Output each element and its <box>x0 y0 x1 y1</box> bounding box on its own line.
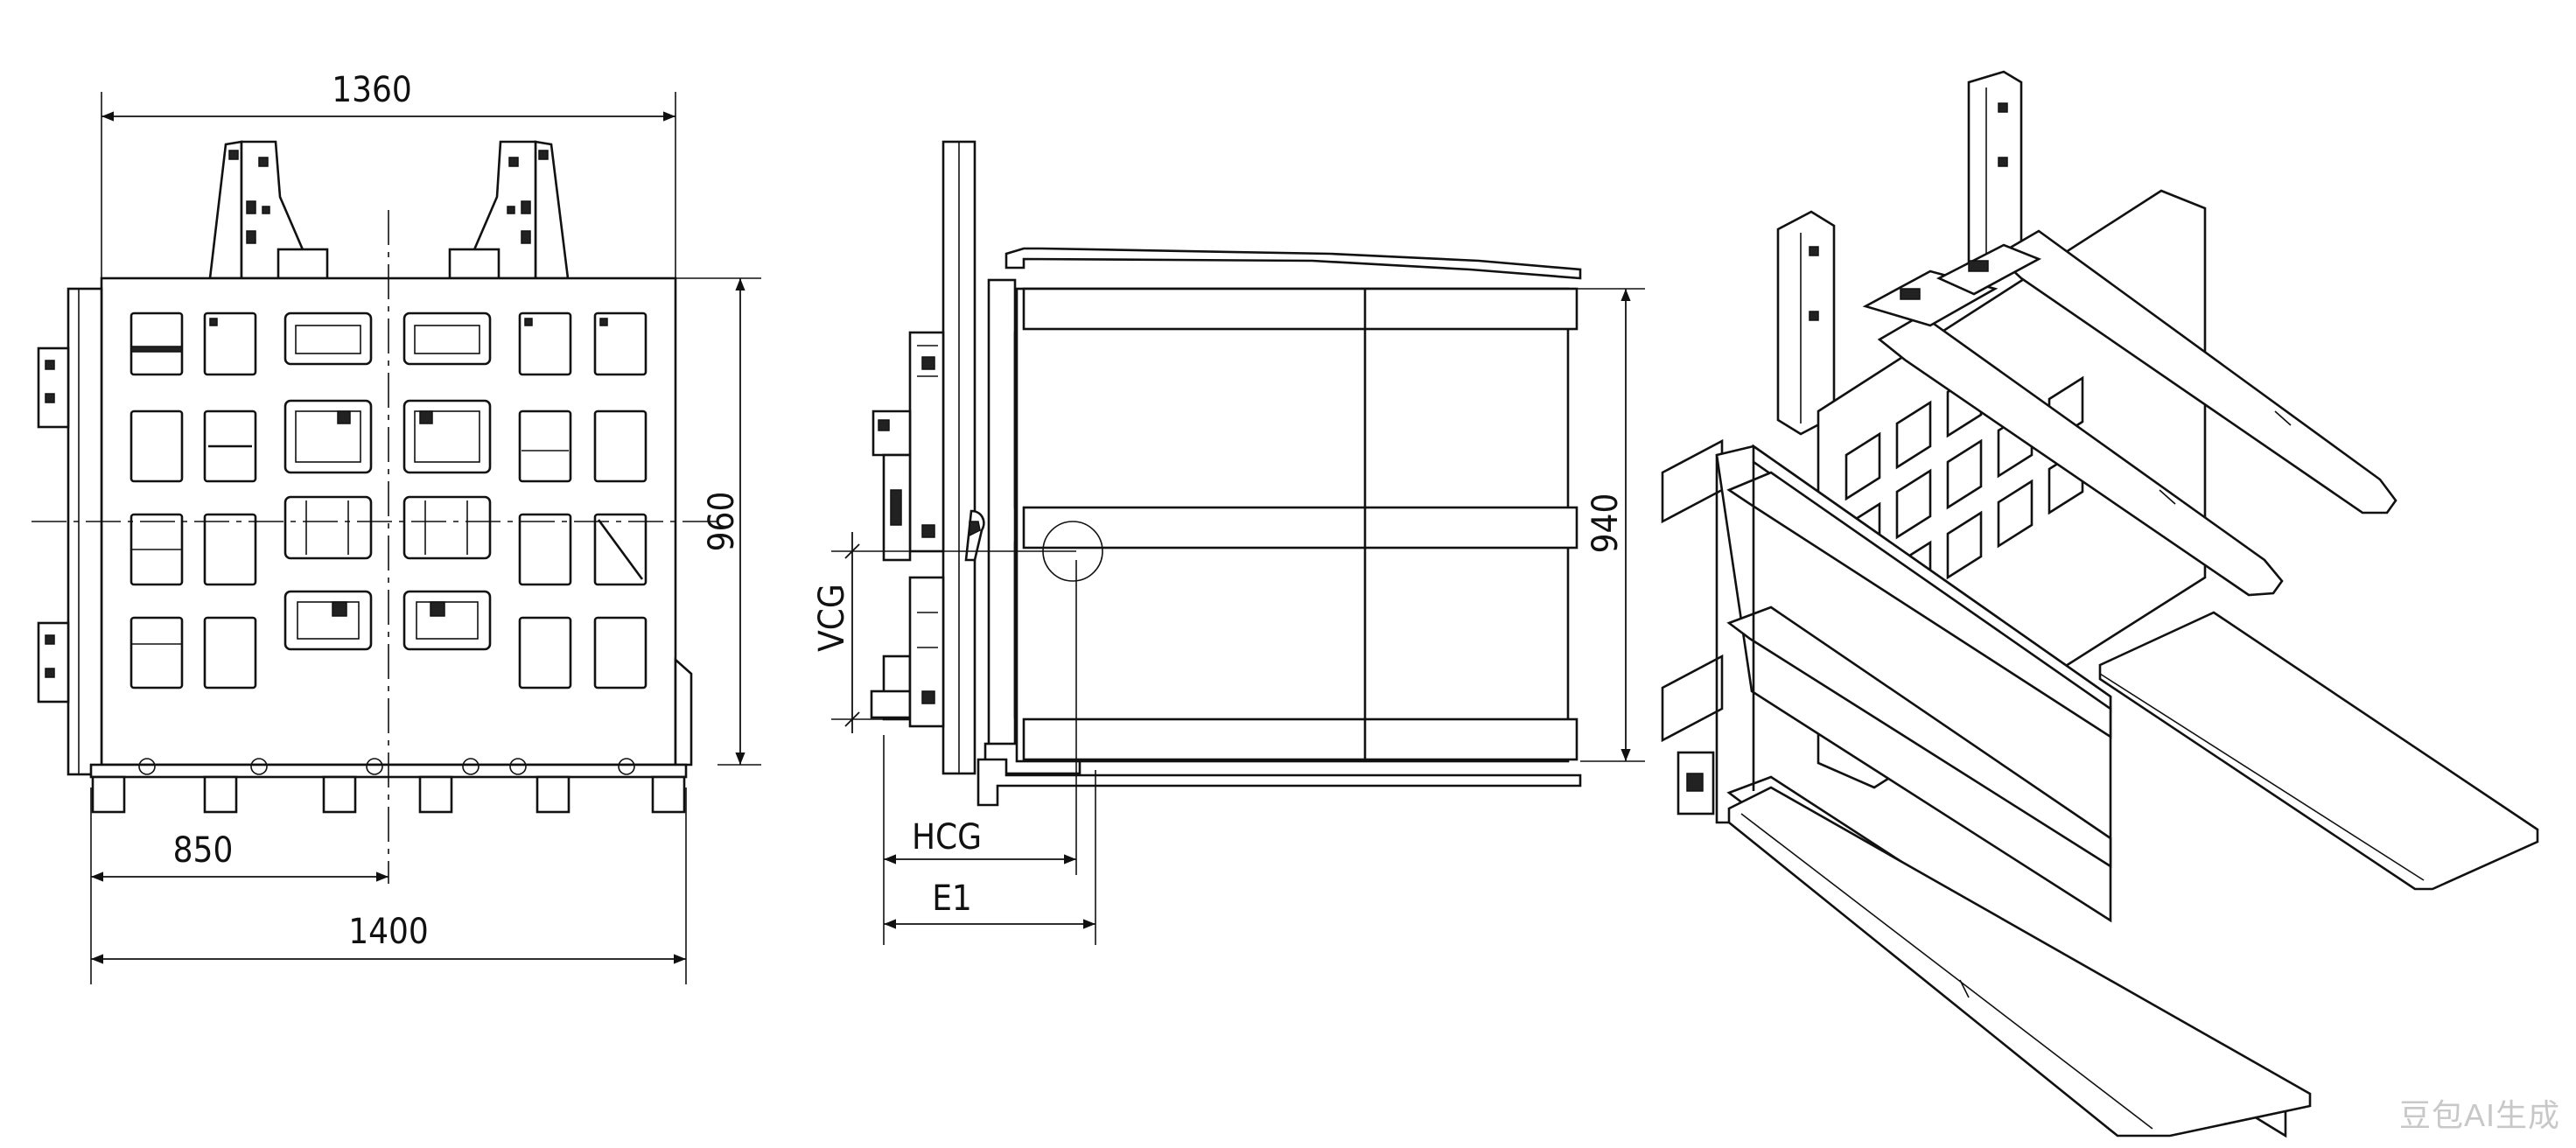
isometric-view <box>1661 70 2539 1138</box>
side-inner-frame <box>987 278 1017 772</box>
side-view: 940 VCG HCG E1 <box>812 140 1645 945</box>
dim-label-hcg: HCG <box>912 817 982 858</box>
front-side-rail <box>66 287 103 776</box>
side-carriage-mechanism <box>870 331 985 728</box>
dim-label-850: 850 <box>173 830 234 871</box>
side-rib-middle <box>1022 506 1578 550</box>
front-feet <box>91 758 686 814</box>
iso-upper-fork-rear <box>1994 229 2398 514</box>
iso-front-rib-middle <box>1726 606 2112 869</box>
front-window-grid <box>130 312 648 690</box>
dimension-side-hcg: HCG <box>883 560 1077 945</box>
iso-rear-floor-plate <box>2098 611 2539 891</box>
dimension-front-half-width: 850 <box>90 788 388 984</box>
front-view: 1360 960 <box>32 70 761 984</box>
iso-front-floor-plate <box>1727 786 2312 1138</box>
dim-label-vcg: VCG <box>812 584 852 652</box>
dim-label-e1: E1 <box>932 878 972 919</box>
dimension-side-e1: E1 <box>884 770 1096 945</box>
dim-label-1360: 1360 <box>332 70 412 110</box>
dimension-side-vcg: VCG <box>812 532 1076 733</box>
dimension-front-top-width: 1360 <box>101 70 676 280</box>
dimension-side-height: 940 <box>1558 288 1645 762</box>
side-rib-bottom <box>1022 718 1578 761</box>
side-rib-top <box>1022 287 1578 331</box>
dim-label-940: 940 <box>1586 494 1626 554</box>
dimension-front-total-width: 1400 <box>91 788 687 984</box>
side-upper-fork <box>1004 247 1582 280</box>
iso-left-bracket <box>1776 210 1836 436</box>
iso-front-rib-top <box>1726 471 2112 739</box>
front-backrest-bracket-left <box>208 140 329 280</box>
side-lower-fork <box>976 758 1582 807</box>
iso-upper-fork-front <box>1877 313 2284 597</box>
dim-label-1400: 1400 <box>348 912 429 952</box>
front-backrest-bracket-right <box>448 140 570 280</box>
watermark: 豆包AI生成 <box>2398 1097 2560 1133</box>
